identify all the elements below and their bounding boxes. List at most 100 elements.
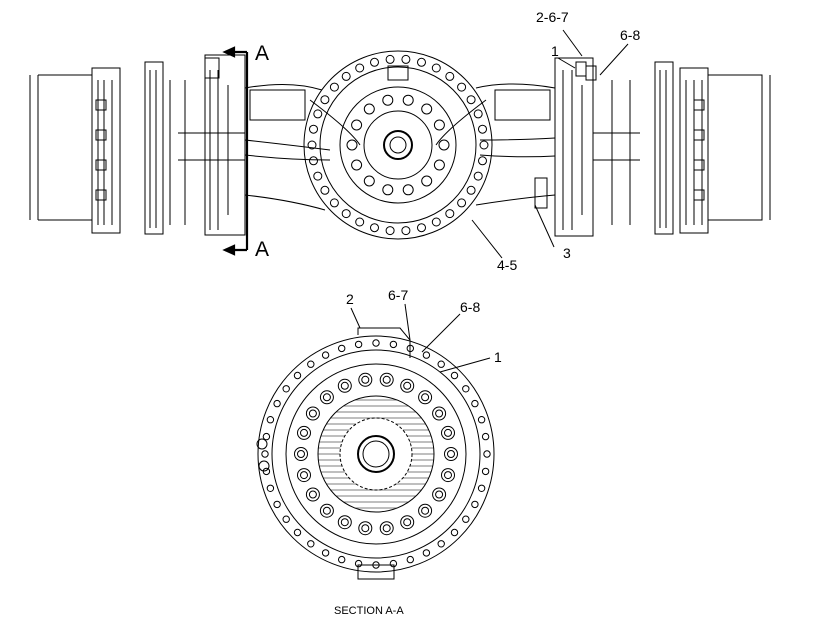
inner-bolt-core [421, 393, 430, 402]
housing-bolt [329, 82, 339, 92]
outer-bolt [422, 549, 431, 557]
carrier-bolt [402, 94, 414, 106]
housing-bolt [401, 54, 411, 64]
housing-bolt [355, 217, 365, 227]
outer-bolt [321, 351, 330, 359]
bottom-bracket [357, 564, 395, 580]
outer-bolt [262, 467, 271, 476]
section-leader-lines [350, 303, 491, 373]
outer-bolt [338, 555, 346, 564]
outer-bolt [481, 432, 490, 441]
callout-1-section: 1 [494, 349, 502, 365]
housing-bolt [466, 95, 476, 105]
carrier-bolt [421, 175, 433, 187]
top-bracket [357, 327, 411, 358]
inner-bolt [400, 515, 415, 530]
differential-housing [303, 50, 493, 240]
inner-bolt [305, 487, 320, 502]
housing-bolt [341, 209, 351, 219]
section-line-a-a [222, 46, 249, 256]
top-bolt-ring [307, 54, 489, 236]
housing-bolt [473, 109, 483, 119]
housing-bolt [341, 71, 351, 81]
outer-bolt [282, 515, 290, 523]
housing-bolt [385, 54, 395, 64]
inner-bolt-core [308, 409, 317, 418]
outer-bolt [450, 371, 459, 380]
housing-bolt [401, 226, 411, 236]
outer-bolt [406, 555, 414, 564]
housing-bolt [478, 124, 487, 134]
inner-bolt [294, 447, 308, 461]
inner-bolt-core [361, 524, 370, 533]
inner-bolt-core [322, 506, 331, 515]
housing-bolt [309, 124, 318, 134]
housing-bolt [313, 171, 323, 181]
inner-bolt [319, 390, 334, 405]
carrier-bolt [363, 175, 375, 187]
inner-bolt-core [403, 381, 412, 390]
outer-bolt [307, 540, 315, 548]
housing-bolt [478, 156, 487, 166]
outer-bolt [471, 500, 479, 509]
section-mark-bottom: A [255, 238, 269, 261]
housing-bolt [307, 140, 317, 150]
outer-bolt [262, 432, 271, 441]
inner-bolt [358, 521, 373, 536]
section-mark-top: A [255, 42, 269, 65]
inner-bolt [444, 447, 458, 461]
outer-bolt [321, 549, 330, 557]
housing-bolt [320, 95, 330, 105]
inner-bolt [319, 503, 334, 518]
inner-bolt [337, 515, 352, 530]
housing-bolt [445, 209, 455, 219]
outer-bolt [354, 559, 363, 568]
inner-bolt-core [340, 518, 349, 527]
inner-bolt [379, 521, 394, 536]
section-caption: SECTION A-A [334, 605, 404, 617]
outer-bolt [293, 371, 302, 380]
inner-bolt-core [382, 524, 391, 533]
housing-bolt [313, 109, 323, 119]
callout-2-6-7-top: 2-6-7 [536, 9, 569, 25]
housing-bolt [309, 156, 318, 166]
left-brake-flange [178, 54, 246, 236]
inner-bolt-core [447, 450, 455, 458]
outer-bolt [261, 450, 269, 458]
section-hatch [318, 399, 434, 509]
inner-bolt-core [435, 409, 444, 418]
outer-bolt [354, 340, 363, 349]
outer-bolt [477, 416, 486, 424]
housing-bolt [320, 185, 330, 195]
outer-bolt [338, 344, 346, 353]
right-brake-flange [554, 57, 640, 237]
housing-bolt [457, 198, 467, 208]
section-a-a-view [256, 303, 495, 580]
inner-bolt-core [340, 381, 349, 390]
inner-bolt [297, 468, 311, 483]
outer-bolt [307, 360, 315, 368]
outer-bolt [450, 528, 459, 537]
housing-bolt [417, 223, 426, 233]
outer-bolt [282, 385, 290, 393]
inner-bolt [418, 503, 433, 518]
callout-4-5: 4-5 [497, 257, 517, 273]
carrier-bolt [433, 159, 445, 171]
inner-bolt [337, 378, 352, 393]
inner-bolt [441, 468, 455, 483]
inner-bolt-core [361, 375, 370, 384]
outer-bolt [266, 484, 275, 492]
inner-bolt [305, 406, 320, 421]
callout-3: 3 [563, 245, 571, 261]
callout-6-8-section: 6-8 [460, 299, 480, 315]
housing-bolt [473, 171, 483, 181]
inner-bolt-core [382, 375, 391, 384]
housing-bolt [370, 223, 379, 233]
outer-bolt [406, 344, 414, 353]
outer-bolt [437, 540, 445, 548]
carrier-bolt [433, 119, 445, 131]
outer-bolt [462, 515, 470, 523]
outer-bolt [389, 559, 398, 568]
carrier-bolt [382, 94, 394, 106]
